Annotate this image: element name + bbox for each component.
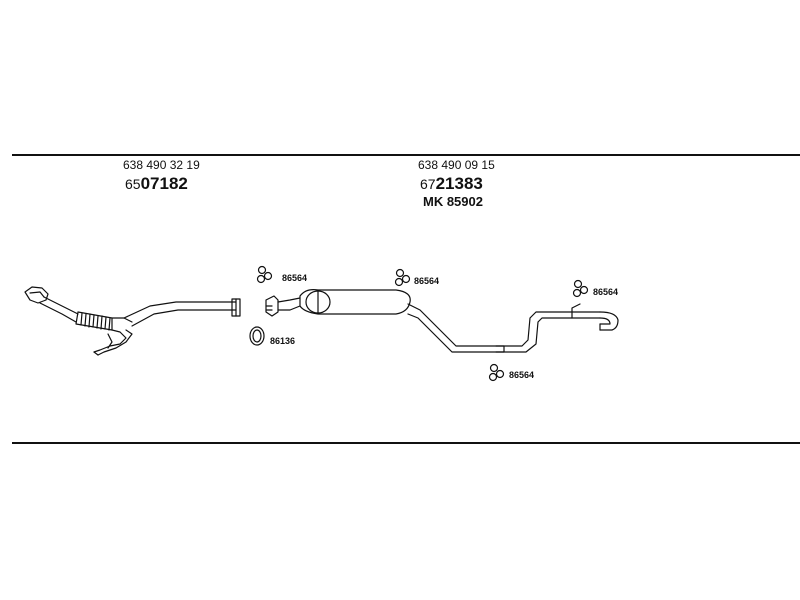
front-pipe (24, 286, 241, 356)
callout-clamp-muffler-front: 86564 (414, 276, 440, 286)
gasket-ring (249, 326, 265, 346)
top-divider (12, 154, 800, 156)
right-article-prefix: 67 (420, 176, 436, 192)
callout-clamp-tail: 86564 (593, 287, 619, 297)
right-article-number: 6721383 (420, 174, 483, 194)
clamp-icon-muffler-front (394, 268, 411, 287)
left-article-prefix: 65 (125, 176, 141, 192)
left-oem-number: 638 490 32 19 (123, 158, 200, 172)
clamp-icon-tail (572, 279, 589, 298)
callout-clamp-mid: 86564 (282, 273, 308, 283)
right-article-main: 21383 (435, 174, 483, 193)
callout-clamp-muffler-bottom: 86564 (509, 370, 535, 380)
bolt-icon (265, 305, 273, 311)
right-kit-number: MK 85902 (423, 194, 483, 209)
clamp-icon-mid (256, 265, 273, 284)
right-oem-number: 638 490 09 15 (418, 158, 495, 172)
callout-gasket: 86136 (270, 336, 296, 346)
left-article-main: 07182 (140, 174, 188, 193)
left-article-number: 6507182 (125, 174, 188, 194)
clamp-icon-muffler-bottom (488, 363, 505, 382)
middle-muffler (265, 289, 619, 353)
bottom-divider (12, 442, 800, 444)
